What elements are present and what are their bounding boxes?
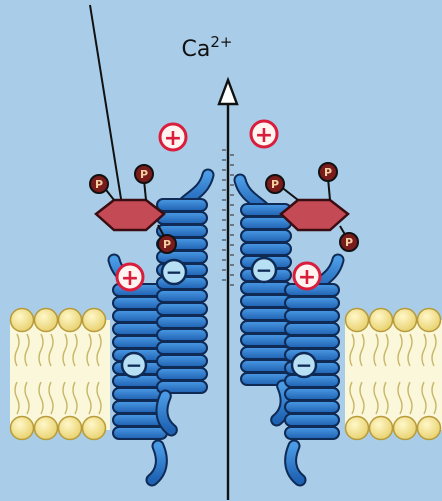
charge-negative-right-lower: − [292, 353, 316, 377]
lipid-head [346, 309, 369, 332]
helix-turn [241, 347, 291, 359]
lipid-head [394, 309, 417, 332]
helix-turn [157, 355, 207, 367]
charge-positive-top-right: + [251, 121, 277, 148]
lipid-head [83, 417, 106, 440]
negative-sign: − [126, 353, 143, 377]
helix-turn [157, 290, 207, 302]
phosphate-left-3: P [158, 235, 176, 253]
helix-turn [241, 230, 291, 242]
phosphate-right-3: P [340, 233, 358, 251]
helix-turn [157, 368, 207, 380]
charge-negative-right-upper: − [252, 258, 276, 282]
phosphate-right-2: P [319, 163, 337, 181]
lipid-head [418, 417, 441, 440]
lipid-head [35, 309, 58, 332]
lipid-head [346, 417, 369, 440]
membrane-left [10, 309, 110, 440]
helix-turn [157, 342, 207, 354]
charge-positive-mid-right: + [294, 263, 320, 290]
helix-turn [157, 303, 207, 315]
phosphate-letter: P [140, 168, 148, 181]
charge-positive-mid-left: + [117, 264, 143, 291]
lipid-head [59, 309, 82, 332]
positive-sign: + [121, 266, 139, 291]
positive-sign: + [255, 123, 273, 148]
positive-sign: + [298, 265, 316, 290]
helix-turn [241, 334, 291, 346]
charge-positive-top-left: + [160, 124, 186, 151]
ion-charge: 2+ [210, 33, 232, 51]
phosphate-letter: P [95, 178, 103, 191]
helix-turn [285, 401, 339, 413]
phosphate-left-2: P [135, 165, 153, 183]
lipid-head [394, 417, 417, 440]
helix-turn [285, 297, 339, 309]
lipid-head [418, 309, 441, 332]
charge-negative-left-upper: − [162, 260, 186, 284]
helix-turn [285, 414, 339, 426]
lipid-head [370, 309, 393, 332]
phosphate-letter: P [163, 238, 171, 251]
phosphate-letter: P [324, 166, 332, 179]
ion-symbol: Ca [182, 37, 211, 62]
lipid-head [59, 417, 82, 440]
negative-sign: − [256, 258, 273, 282]
helix-turn [285, 388, 339, 400]
helix-turn [157, 316, 207, 328]
charge-negative-left-lower: − [122, 353, 146, 377]
membrane-right-core [345, 320, 442, 430]
positive-sign: + [164, 126, 182, 151]
phosphate-right-1: P [266, 175, 284, 193]
helix-turn [241, 217, 291, 229]
helix-turn [241, 243, 291, 255]
helix-turn [285, 427, 339, 439]
membrane-left-core [10, 320, 110, 430]
phosphate-letter: P [271, 178, 279, 191]
lipid-head [35, 417, 58, 440]
negative-sign: − [166, 260, 183, 284]
negative-sign: − [296, 353, 313, 377]
membrane-right [345, 309, 442, 440]
helix-turn [285, 310, 339, 322]
phosphate-letter: P [345, 236, 353, 249]
lipid-head [370, 417, 393, 440]
helix-turn [113, 427, 167, 439]
helix-turn [157, 329, 207, 341]
helix-turn [157, 199, 207, 211]
helix-turn [241, 321, 291, 333]
lipid-head [11, 417, 34, 440]
helix-turn [285, 323, 339, 335]
helix-turn [241, 282, 291, 294]
helix-turn [241, 360, 291, 372]
helix-turn [285, 336, 339, 348]
lipid-head [83, 309, 106, 332]
phosphate-left-1: P [90, 175, 108, 193]
helix-turn [241, 308, 291, 320]
helix-turn [241, 295, 291, 307]
lipid-head [11, 309, 34, 332]
